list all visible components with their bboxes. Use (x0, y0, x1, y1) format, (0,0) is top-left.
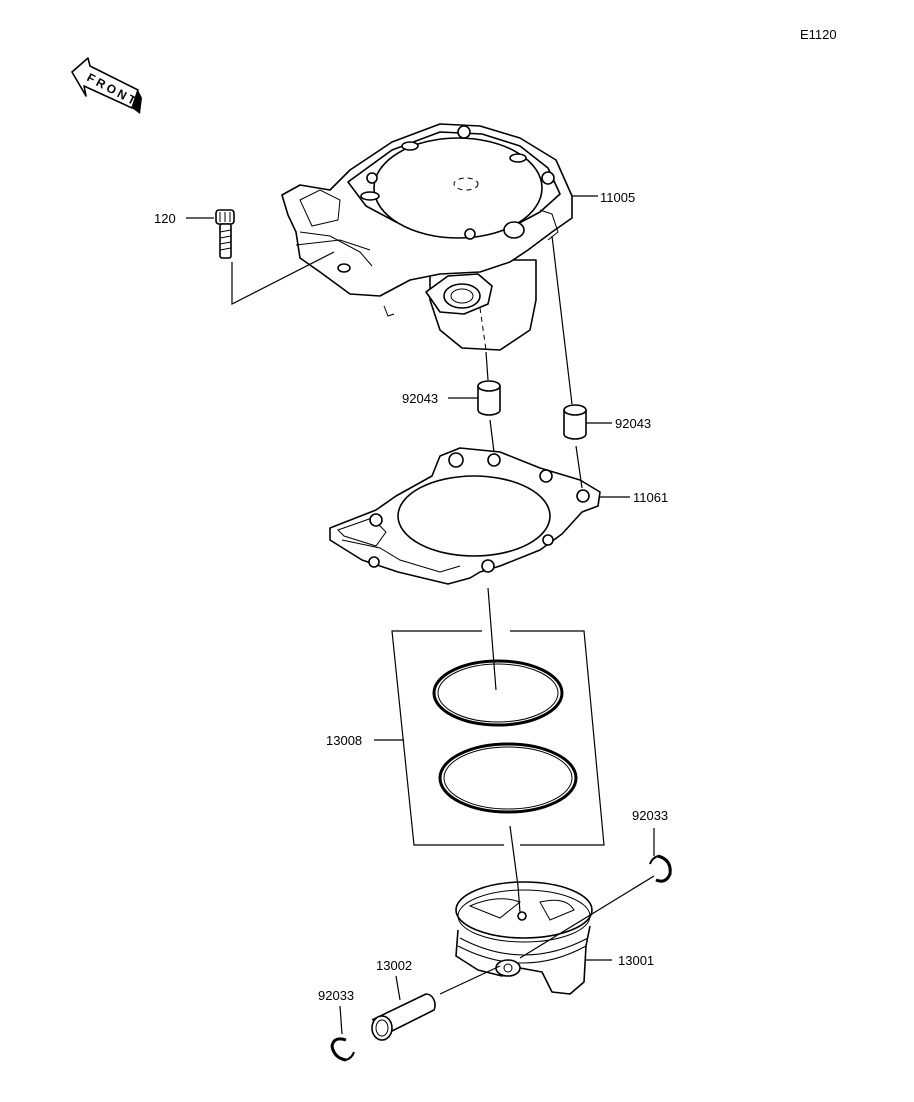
callout-dowel-left[interactable]: 92043 (402, 391, 438, 406)
cylinder-part[interactable] (281, 123, 573, 351)
leader-lines (186, 195, 655, 1035)
dowel-left-part[interactable] (477, 380, 501, 416)
callout-circlip-left[interactable]: 92033 (318, 988, 354, 1003)
gasket-part[interactable] (329, 447, 601, 585)
callout-gasket[interactable]: 11061 (633, 490, 668, 505)
callout-ring-set[interactable]: 13008 (326, 733, 362, 748)
piston-part[interactable] (455, 881, 593, 995)
callout-bolt[interactable]: 120 (154, 211, 176, 226)
bolt-part[interactable] (215, 209, 235, 259)
piston-pin-part[interactable] (371, 993, 436, 1041)
diagram-code: E1120 (800, 27, 837, 42)
circlip-right-part[interactable] (649, 854, 672, 883)
callout-dowel-right[interactable]: 92043 (615, 416, 651, 431)
piston-ring-bottom-part[interactable] (438, 742, 578, 814)
callout-cylinder[interactable]: 11005 (600, 190, 635, 205)
callout-circlip-right[interactable]: 92033 (632, 808, 668, 823)
callout-piston-pin[interactable]: 13002 (376, 958, 412, 973)
piston-ring-top-part[interactable] (432, 659, 564, 727)
ring-set-bracket (391, 630, 605, 846)
dowel-right-part[interactable] (563, 404, 587, 440)
circlip-left-part[interactable] (330, 1037, 355, 1062)
front-arrow-icon: FRONT (71, 57, 142, 114)
callout-piston[interactable]: 13001 (618, 953, 654, 968)
